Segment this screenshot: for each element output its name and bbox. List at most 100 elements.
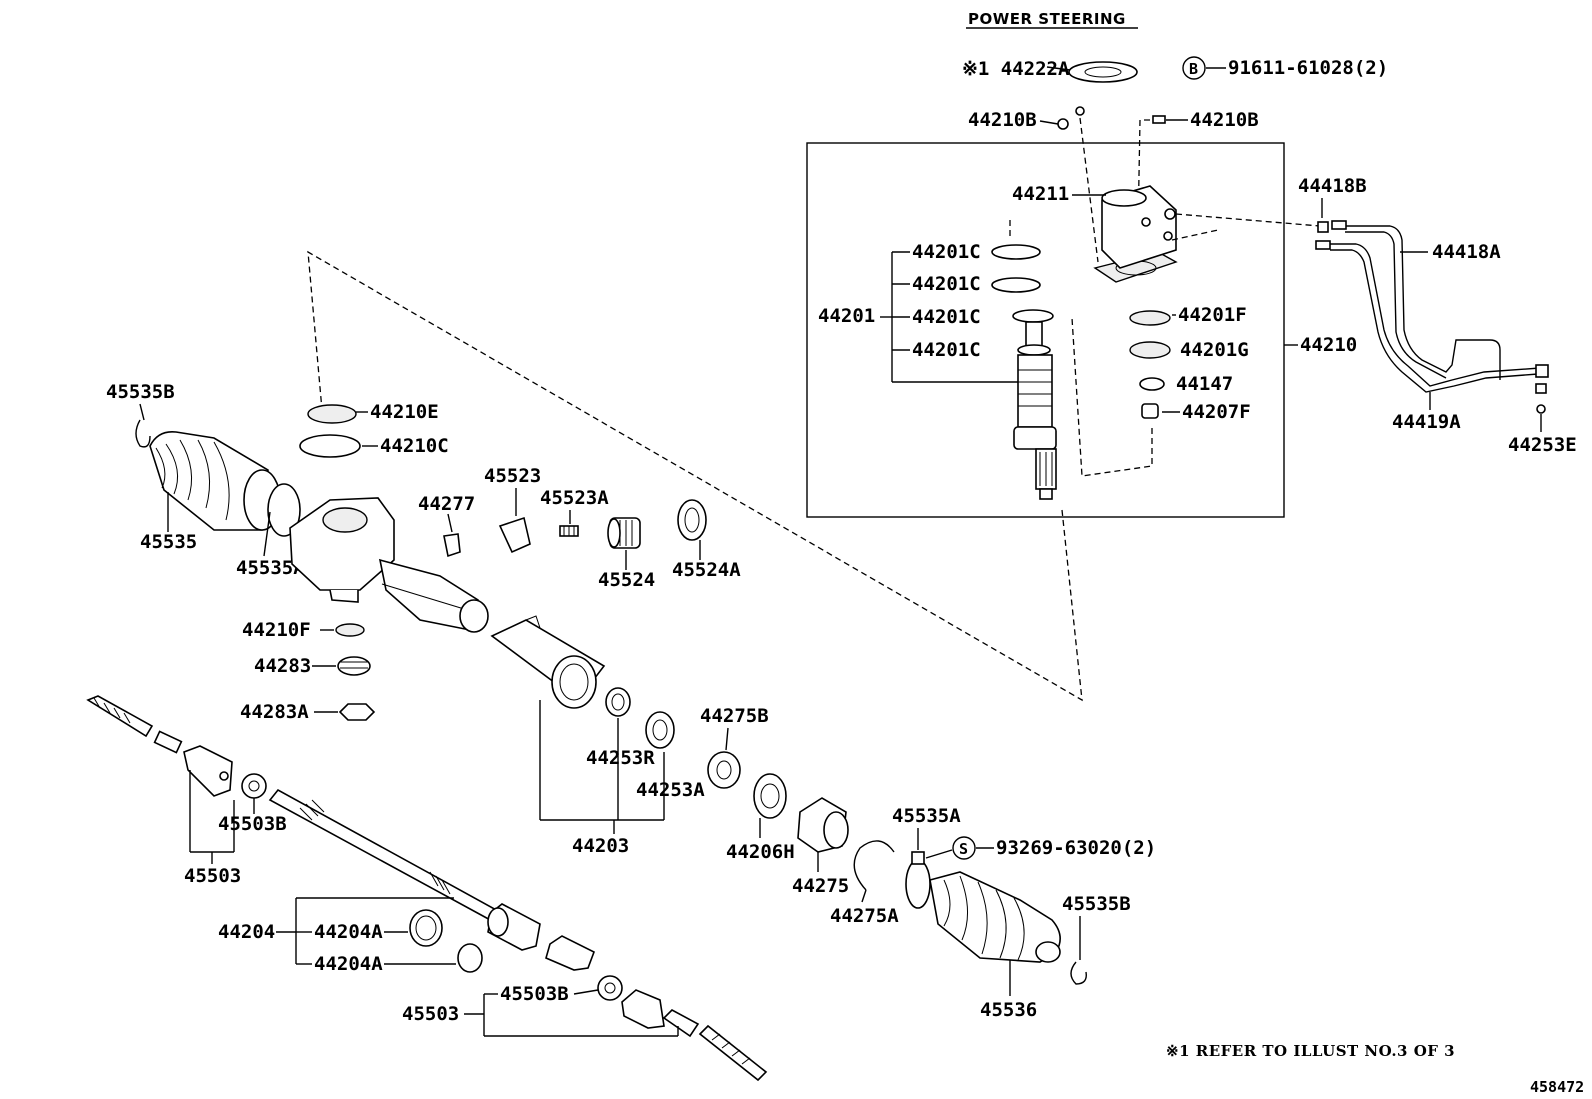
- part-45535A-clamp-left[interactable]: [267, 483, 301, 537]
- label-45503-right: 45503: [402, 1003, 459, 1025]
- label-45535A-left: 45535A: [236, 557, 305, 579]
- part-44201C-seal-3[interactable]: [1012, 309, 1054, 323]
- label-44275A: 44275A: [830, 905, 899, 927]
- label-44418A: 44418A: [1432, 241, 1501, 263]
- label-44203: 44203: [572, 835, 629, 857]
- part-44204A-1[interactable]: [409, 909, 443, 947]
- label-44283A: 44283A: [240, 701, 309, 723]
- label-44210B-left: 44210B: [968, 109, 1037, 131]
- label-44210C: 44210C: [380, 435, 449, 457]
- label-91611: 91611-61028(2): [1228, 57, 1388, 79]
- part-44210B-left[interactable]: [1057, 118, 1069, 130]
- part-44283A-locknut[interactable]: [338, 703, 376, 721]
- part-45535B-clip-top[interactable]: [135, 419, 151, 448]
- part-44277[interactable]: [443, 533, 461, 558]
- part-44418A-pressure-tube[interactable]: [1345, 225, 1501, 380]
- label-45535A-right: 45535A: [892, 805, 961, 827]
- diagram-title: POWER STEERING: [968, 10, 1126, 28]
- label-44275B: 44275B: [700, 705, 769, 727]
- part-44275-rack-bushing[interactable]: [797, 797, 849, 853]
- label-45524A: 45524A: [672, 559, 741, 581]
- part-44419A-return-tube[interactable]: [1330, 243, 1541, 393]
- part-44253E[interactable]: [1536, 404, 1546, 414]
- label-44207F: 44207F: [1182, 401, 1251, 423]
- part-44222A[interactable]: [1068, 61, 1138, 83]
- part-44211-valve-housing[interactable]: [1093, 185, 1178, 283]
- part-44253R[interactable]: [605, 687, 631, 717]
- label-44210E: 44210E: [370, 401, 439, 423]
- part-44210-housing-body[interactable]: [289, 497, 489, 633]
- label-44210B-right: 44210B: [1190, 109, 1259, 131]
- label-44201: 44201: [818, 305, 875, 327]
- part-44275A-snap-ring[interactable]: [853, 840, 895, 891]
- part-45523[interactable]: [498, 516, 531, 554]
- part-44201C-seal-2[interactable]: [991, 277, 1041, 293]
- label-93269: 93269-63020(2): [996, 837, 1156, 859]
- valve-assembly-box: [806, 142, 1285, 518]
- part-45503B-right[interactable]: [597, 975, 623, 1001]
- part-44203-cylinder-tube[interactable]: [490, 615, 606, 709]
- part-44253A[interactable]: [645, 711, 675, 749]
- part-45503-tie-rod-right[interactable]: [621, 989, 768, 1082]
- label-44147: 44147: [1176, 373, 1233, 395]
- label-44253A: 44253A: [636, 779, 705, 801]
- part-44210C-oring[interactable]: [299, 434, 361, 458]
- label-45524: 45524: [598, 569, 655, 591]
- symbol-s: S: [959, 840, 968, 858]
- label-44201C-4: 44201C: [912, 339, 981, 361]
- part-45535A-clamp-right[interactable]: [905, 851, 931, 909]
- footnote: ※1 REFER TO ILLUST NO.3 OF 3: [1166, 1042, 1455, 1060]
- part-44147[interactable]: [1139, 377, 1165, 391]
- part-45536-boot-right[interactable]: [929, 871, 1061, 963]
- part-44210E[interactable]: [307, 404, 357, 424]
- label-45535B-bottom: 45535B: [1062, 893, 1131, 915]
- label-44201F: 44201F: [1178, 304, 1247, 326]
- part-44283[interactable]: [337, 656, 371, 676]
- symbol-b: B: [1189, 60, 1198, 78]
- part-44210B-right[interactable]: [1152, 115, 1166, 124]
- label-44201G: 44201G: [1180, 339, 1249, 361]
- part-44201F[interactable]: [1129, 310, 1171, 326]
- label-45523: 45523: [484, 465, 541, 487]
- part-44210F[interactable]: [335, 623, 365, 637]
- label-44201C-2: 44201C: [912, 273, 981, 295]
- part-45535B-clip-bottom[interactable]: [1070, 961, 1087, 985]
- label-44211: 44211: [1012, 183, 1069, 205]
- label-44419A: 44419A: [1392, 411, 1461, 433]
- part-45503B-left[interactable]: [241, 773, 267, 799]
- part-44201G[interactable]: [1129, 341, 1171, 359]
- label-45523A: 45523A: [540, 487, 609, 509]
- part-45503-tie-rod-left[interactable]: [86, 695, 233, 797]
- label-45535: 45535: [140, 531, 197, 553]
- label-44275: 44275: [792, 875, 849, 897]
- part-44201-control-valve[interactable]: [1013, 321, 1057, 500]
- label-44206H: 44206H: [726, 841, 795, 863]
- label-44277: 44277: [418, 493, 475, 515]
- label-44204A-1: 44204A: [314, 921, 383, 943]
- part-44204-steering-rack[interactable]: [268, 788, 596, 971]
- label-44253R: 44253R: [586, 747, 655, 769]
- part-45524-adjusting-screw[interactable]: [607, 517, 641, 549]
- label-44283: 44283: [254, 655, 311, 677]
- label-44201C-3: 44201C: [912, 306, 981, 328]
- part-45523A-spring[interactable]: [559, 525, 579, 537]
- part-44418B[interactable]: [1317, 221, 1329, 233]
- label-44418B: 44418B: [1298, 175, 1367, 197]
- label-45503B-right: 45503B: [500, 983, 569, 1005]
- label-44210: 44210: [1300, 334, 1357, 356]
- part-45524A-locknut[interactable]: [677, 499, 707, 541]
- part-44275B[interactable]: [707, 751, 741, 789]
- label-44204: 44204: [218, 921, 275, 943]
- part-44204A-2[interactable]: [457, 943, 483, 973]
- part-44207F[interactable]: [1141, 403, 1159, 419]
- label-45503B-left: 45503B: [218, 813, 287, 835]
- bolt-symbol-b: [1182, 56, 1206, 80]
- label-45535B-top: 45535B: [106, 381, 175, 403]
- part-44206H-oil-seal[interactable]: [753, 773, 787, 819]
- label-44201C-1: 44201C: [912, 241, 981, 263]
- part-45535-boot-left[interactable]: [149, 430, 281, 531]
- screw-symbol-s: [952, 836, 976, 860]
- part-44201C-seal-1[interactable]: [991, 244, 1041, 260]
- label-45536: 45536: [980, 999, 1037, 1021]
